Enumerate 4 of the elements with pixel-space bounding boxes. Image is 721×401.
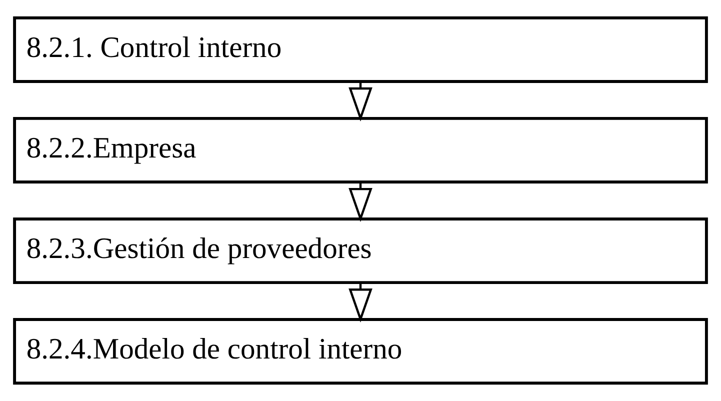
node-box: 8.2.4.Modelo de control interno [13, 318, 708, 385]
node-box: 8.2.1. Control interno [13, 16, 708, 83]
node-box: 8.2.3.Gestión de proveedores [13, 218, 708, 284]
node-box: 8.2.2.Empresa [13, 116, 708, 184]
